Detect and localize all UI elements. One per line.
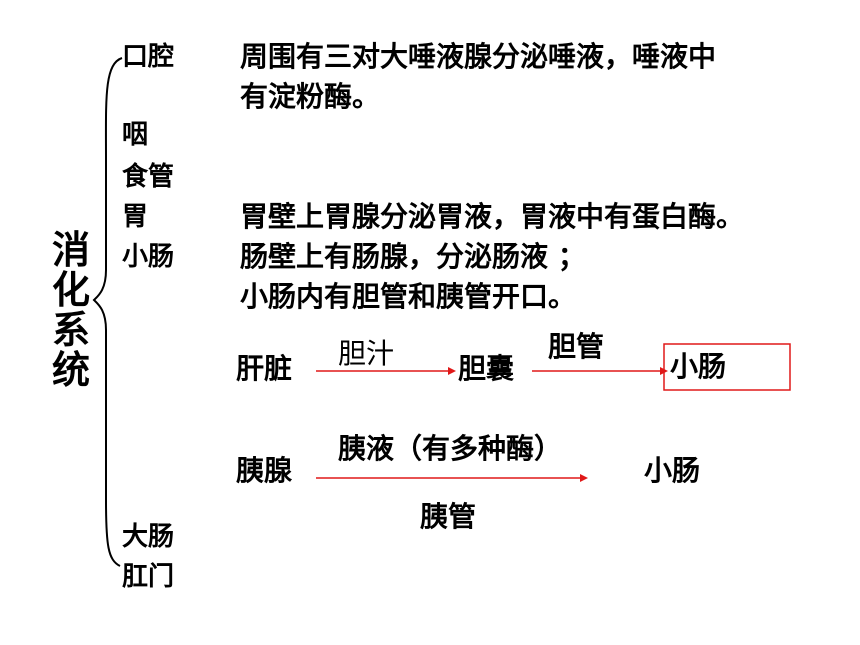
organ-pharynx: 咽 xyxy=(122,120,149,150)
organ-stomach: 胃 xyxy=(122,202,149,232)
arrowhead xyxy=(448,367,456,375)
bile-label: 胆汁 xyxy=(338,337,395,370)
title: 消化系统 xyxy=(52,230,94,390)
gallbladder-label: 胆囊 xyxy=(458,352,515,385)
brace xyxy=(92,57,123,567)
bile-intestine-label: 小肠 xyxy=(670,350,727,383)
organ-anus: 肛门 xyxy=(122,562,175,592)
organ-esophagus: 食管 xyxy=(122,162,175,192)
organ-small-intestine: 小肠 xyxy=(122,242,175,272)
small-intestine-box xyxy=(663,343,791,391)
intestine-description-2: 小肠内有胆管和胰管开口。 xyxy=(240,280,577,313)
stomach-description: 胃壁上胃腺分泌胃液，胃液中有蛋白酶。 xyxy=(240,200,745,233)
pancreas-label: 胰腺 xyxy=(236,454,293,487)
pancreas-intestine-label: 小肠 xyxy=(644,454,701,487)
organ-mouth: 口腔 xyxy=(122,42,175,72)
arrowhead xyxy=(580,474,588,482)
pancreatic-duct-label: 胰管 xyxy=(420,500,477,533)
title-text: 消化系统 xyxy=(52,228,91,392)
liver-label: 肝脏 xyxy=(236,352,293,385)
bile-duct-label: 胆管 xyxy=(548,330,605,363)
intestine-description-1: 肠壁上有肠腺，分泌肠液 ； xyxy=(240,240,586,273)
organ-large-intestine: 大肠 xyxy=(122,522,175,552)
mouth-description-2: 有淀粉酶。 xyxy=(240,80,381,113)
pancreatic-juice-label: 胰液（有多种酶） xyxy=(338,432,563,465)
mouth-description-1: 周围有三对大唾液腺分泌唾液，唾液中 xyxy=(240,40,717,73)
